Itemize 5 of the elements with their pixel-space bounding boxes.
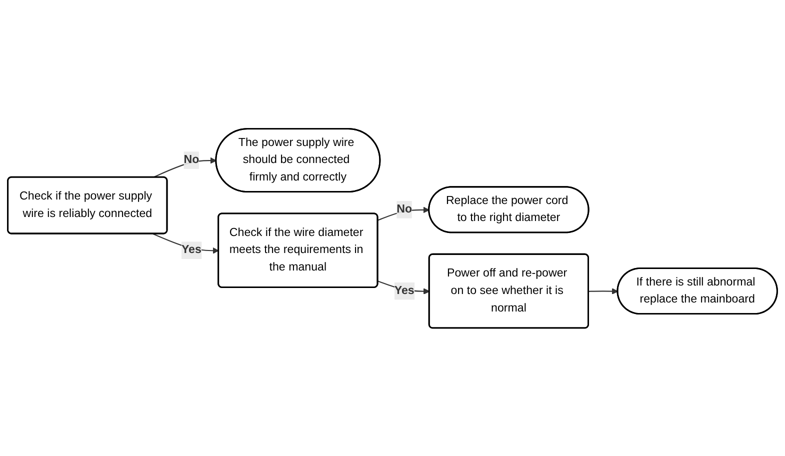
edge-label: No <box>396 202 412 216</box>
edge-label: Yes <box>394 284 414 296</box>
edge-label: Yes <box>181 243 202 256</box>
edge-label: No <box>184 153 200 166</box>
arrow <box>588 288 618 294</box>
